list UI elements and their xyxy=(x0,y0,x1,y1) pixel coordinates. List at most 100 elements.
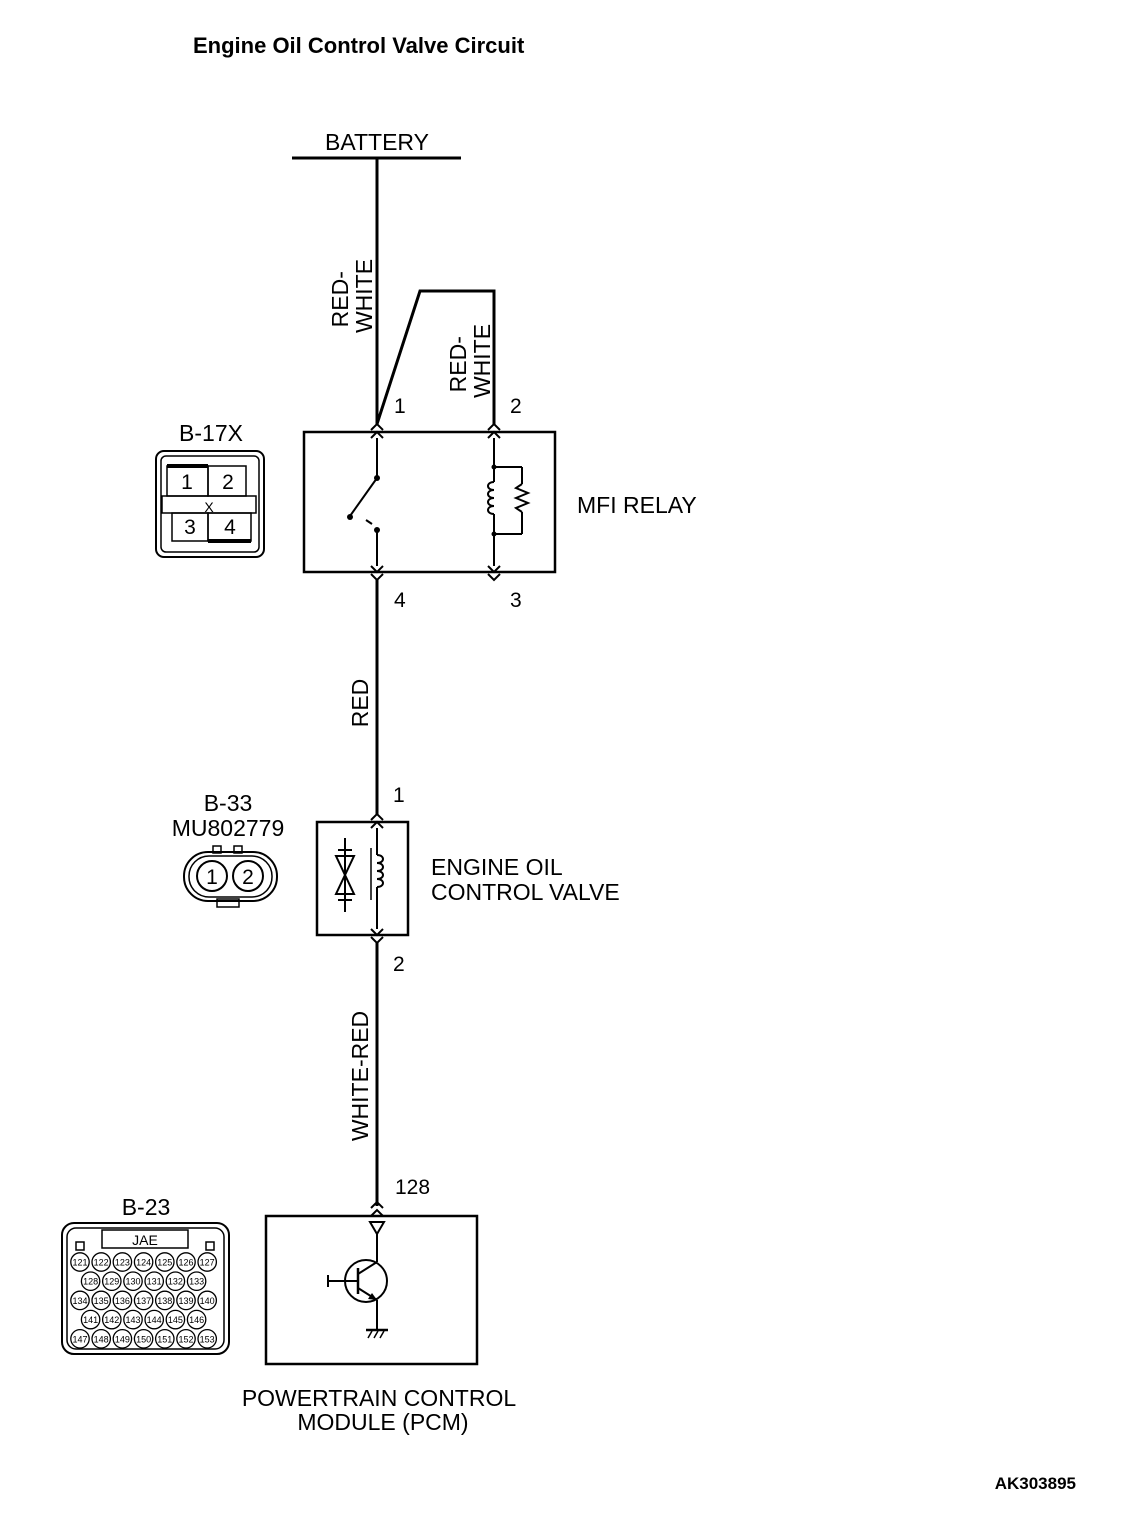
pcm-pin-number: 136 xyxy=(115,1296,130,1306)
pcm-pin-circle xyxy=(186,1309,207,1330)
wire-relay-coil-feed xyxy=(375,289,496,425)
pcm-pin-number: 126 xyxy=(178,1258,193,1268)
pcm-pin-number: 153 xyxy=(200,1334,215,1344)
pcm-pin-number: 127 xyxy=(200,1258,215,1268)
pcm-pin-circle xyxy=(176,1328,196,1349)
pcm-pin-number: 143 xyxy=(125,1315,140,1325)
relay-connector-code: B-17X xyxy=(179,420,243,446)
pcm-pin-number: 137 xyxy=(136,1296,151,1306)
valve-pin2-arrow2-icon xyxy=(370,936,384,944)
relay-conn-pin-4: 4 xyxy=(224,516,236,539)
pcm-pin-number: 146 xyxy=(189,1315,204,1325)
pcm-pin-circle xyxy=(154,1290,175,1311)
pcm-pin-circle xyxy=(80,1271,101,1292)
pcm-pin-number: 151 xyxy=(157,1334,172,1344)
valve-pin-1: 1 xyxy=(393,784,405,807)
pcm-pin-circle xyxy=(91,1252,112,1272)
pcm-pin-circle xyxy=(197,1290,218,1311)
pcm-pin-circle xyxy=(123,1309,143,1330)
valve-conn-pin-2: 2 xyxy=(242,866,254,889)
diagram-title: Engine Oil Control Valve Circuit xyxy=(193,33,525,58)
relay-connector-b17x: B-17X 1 2 3 4 X xyxy=(155,420,265,558)
pcm-pin-number: 135 xyxy=(94,1296,109,1306)
pcm-pin-circle xyxy=(70,1290,90,1311)
relay-pin-4: 4 xyxy=(394,589,406,612)
pcm-pin-circle xyxy=(133,1290,154,1311)
relay-coil-icon xyxy=(487,438,531,566)
valve-connector-part-number: MU802779 xyxy=(172,815,285,841)
mfi-relay-box xyxy=(302,430,557,574)
pcm-pin-number: 145 xyxy=(168,1315,183,1325)
valve-connector-b33: B-33 MU802779 1 2 xyxy=(172,790,285,908)
pcm-connector-maker: JAE xyxy=(132,1232,158,1248)
pcm-pin-number: 125 xyxy=(157,1258,172,1268)
relay-pin3-arrow2-icon xyxy=(487,573,501,581)
pcm-pin-number: 130 xyxy=(125,1277,140,1287)
wire-label-red-white-2-line2: WHITE xyxy=(469,324,495,398)
pcm-pin-number: 122 xyxy=(94,1258,109,1268)
pcm-pin-circle xyxy=(91,1328,112,1349)
pcm-pin-number: 149 xyxy=(115,1334,130,1344)
valve-label-line1: ENGINE OIL xyxy=(431,854,563,880)
pcm-label-line2: MODULE (PCM) xyxy=(297,1409,468,1435)
pcm-pin-number: 147 xyxy=(72,1334,87,1344)
relay-conn-pin-2: 2 xyxy=(222,471,234,494)
pcm-pin-number: 152 xyxy=(178,1334,193,1344)
pcm-pin-number: 129 xyxy=(104,1277,119,1287)
pcm-pin-number: 148 xyxy=(94,1334,109,1344)
relay-pin-3: 3 xyxy=(510,589,522,612)
valve-pin1-arrow-icon xyxy=(370,813,384,821)
pcm-pin-circle xyxy=(80,1309,101,1330)
pcm-pin-128: 128 xyxy=(395,1176,430,1199)
pcm-pin-circle xyxy=(165,1271,186,1292)
relay-switch-icon xyxy=(347,438,380,566)
wire-label-red-white-1-line1: RED- xyxy=(327,271,353,327)
relay-pin4-arrow2-icon xyxy=(370,573,384,581)
pcm-label-line1: POWERTRAIN CONTROL xyxy=(242,1385,517,1411)
valve-label-line2: CONTROL VALVE xyxy=(431,879,620,905)
engine-oil-control-valve: ENGINE OIL CONTROL VALVE xyxy=(315,813,620,944)
pcm-pin-circle xyxy=(154,1328,175,1349)
pcm-pin-number: 140 xyxy=(200,1296,215,1306)
pcm: POWERTRAIN CONTROL MODULE (PCM) xyxy=(242,1201,517,1435)
pcm-pin-number: 141 xyxy=(83,1315,98,1325)
pcm-pin-circle xyxy=(144,1309,165,1330)
wire-label-red-white-1-line2: WHITE xyxy=(351,259,377,333)
battery-label: BATTERY xyxy=(325,129,429,155)
pcm-pin-number: 123 xyxy=(115,1258,130,1268)
pcm-pin-number: 133 xyxy=(189,1277,204,1287)
pcm-pin-number: 134 xyxy=(72,1296,87,1306)
pcm-pin-circle xyxy=(154,1252,175,1272)
valve-connector-code: B-33 xyxy=(204,790,253,816)
relay-pin-1: 1 xyxy=(394,395,406,418)
pcm-pin-number: 121 xyxy=(72,1258,87,1268)
pcm-pin-circle xyxy=(123,1271,143,1292)
pcm-pin-circle xyxy=(101,1309,122,1330)
relay-pin1-arrow-icon xyxy=(370,423,384,431)
wire-label-red-white-1: RED- WHITE xyxy=(327,259,377,333)
pcm-pin-circle xyxy=(112,1290,133,1311)
pcm-pin-number: 144 xyxy=(147,1315,162,1325)
relay-conn-pin-3: 3 xyxy=(184,516,196,539)
mfi-relay-label: MFI RELAY xyxy=(577,492,697,518)
pcm-box xyxy=(264,1214,479,1366)
wire-label-red-white-2-line1: RED- xyxy=(445,336,471,392)
pcm-pin-circle xyxy=(176,1290,196,1311)
solenoid-coil-icon xyxy=(370,828,384,929)
pcm-connector-pins: 121 122 123 124 125 126 127 128 129 130 131 132 133 1… xyxy=(70,1252,218,1349)
relay-conn-pin-1: 1 xyxy=(181,471,193,494)
pcm-pin-circle xyxy=(133,1252,154,1272)
pcm-pin-number: 124 xyxy=(136,1258,151,1268)
pcm-pin-number: 128 xyxy=(83,1277,98,1287)
pcm-pin-circle xyxy=(112,1252,133,1272)
transistor-icon xyxy=(327,1221,388,1330)
pcm-pin-number: 150 xyxy=(136,1334,151,1344)
pcm-pin-circle xyxy=(165,1309,186,1330)
pcm-pin-number: 139 xyxy=(178,1296,193,1306)
relay-pin-2: 2 xyxy=(510,395,522,418)
pcm-pin-number: 131 xyxy=(147,1277,162,1287)
pcm-pin-number: 132 xyxy=(168,1277,183,1287)
wire-label-white-red: WHITE-RED xyxy=(347,1011,373,1141)
